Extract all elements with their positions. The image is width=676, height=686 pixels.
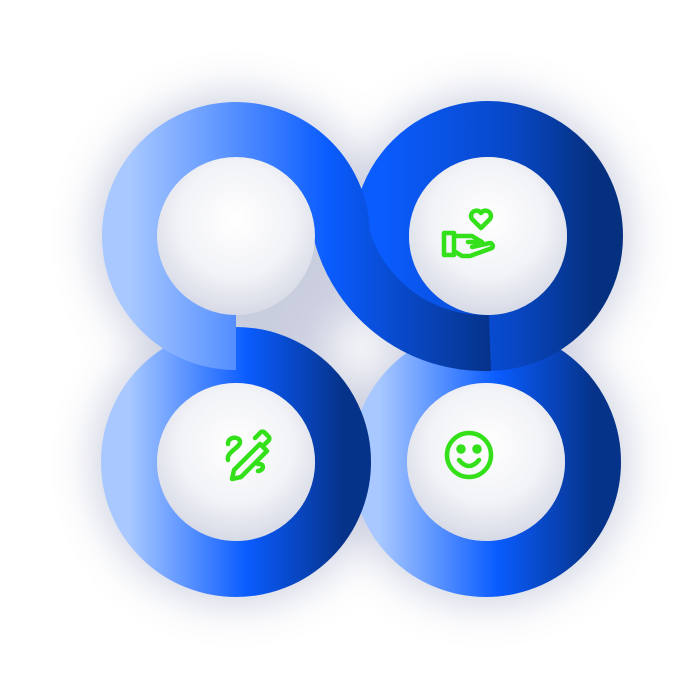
hand-heart-icon (441, 208, 495, 259)
pencil-signature-icon (225, 429, 272, 482)
ring-top-left (102, 102, 492, 372)
ring-bottom-right (351, 327, 621, 597)
smiley-face-icon (444, 430, 494, 480)
